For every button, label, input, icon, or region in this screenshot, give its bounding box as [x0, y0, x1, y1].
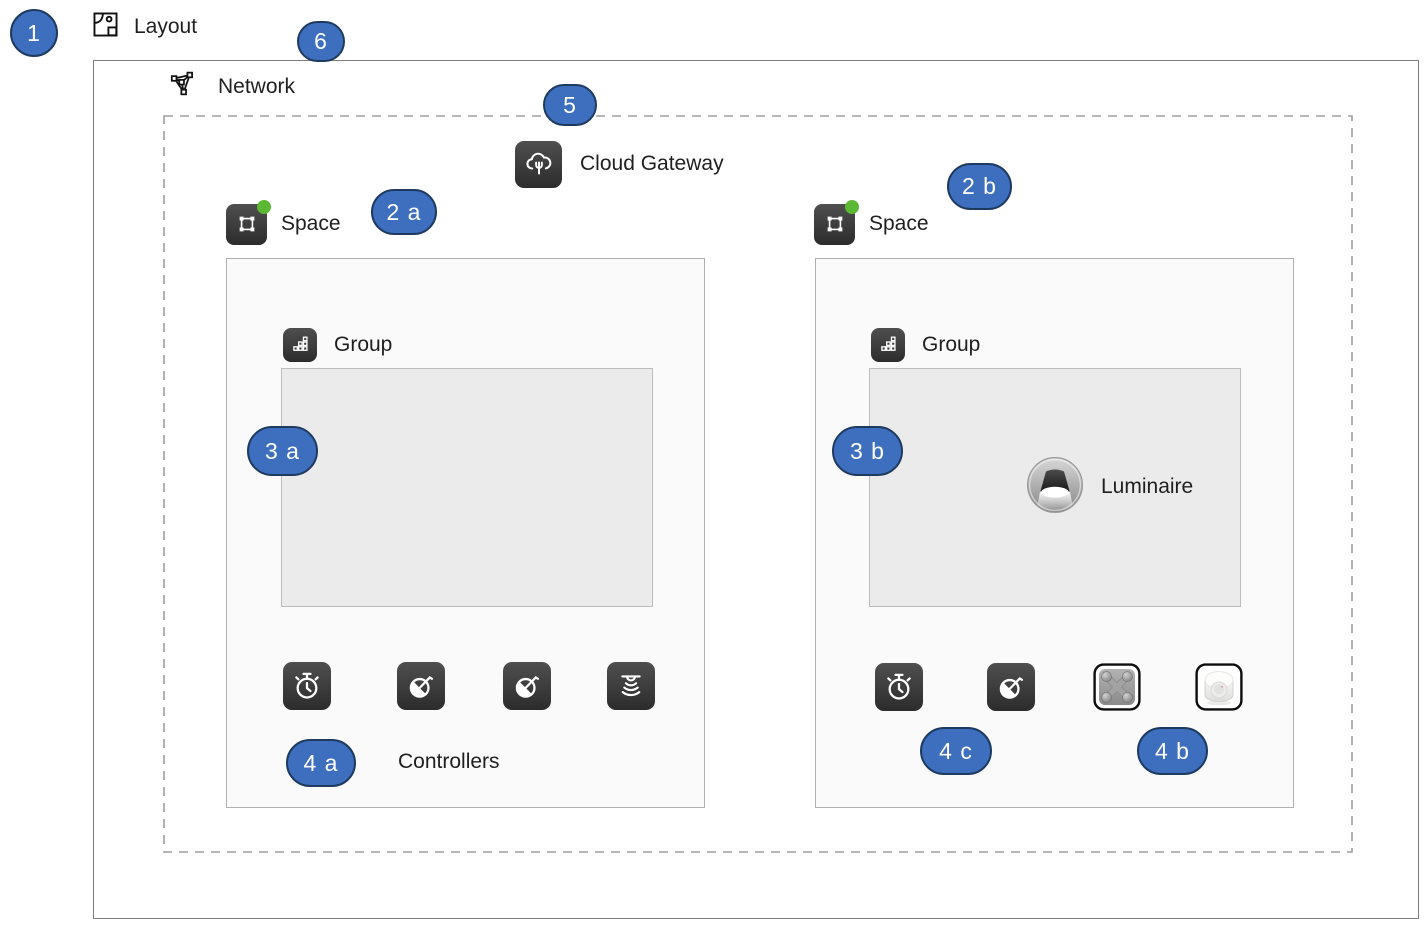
network-header: Network — [169, 71, 295, 103]
group-icon — [283, 327, 317, 362]
group-label: Group — [334, 332, 393, 356]
callout-3a: 3 a — [247, 426, 318, 476]
timer-controller-icon — [283, 662, 331, 710]
luminaire: Luminaire — [1026, 456, 1194, 519]
rotary-dimmer-icon — [503, 662, 551, 710]
group-icon — [871, 327, 905, 362]
group-area-left — [281, 368, 653, 607]
callout-2b: 2 b — [947, 163, 1012, 210]
group-header-left: Group — [283, 327, 392, 362]
space-header-right: Space — [814, 199, 929, 246]
layout-label: Layout — [134, 15, 198, 38]
callout-1: 1 — [10, 9, 58, 57]
luminaire-label: Luminaire — [1101, 475, 1194, 498]
cloud-gateway: Cloud Gateway — [515, 140, 724, 188]
group-header-right: Group — [871, 327, 980, 362]
rotary-dimmer-icon — [397, 662, 445, 710]
network-label: Network — [218, 75, 296, 98]
callout-5: 5 — [543, 84, 597, 126]
network-icon — [169, 71, 197, 104]
rotary-dimmer-icon — [987, 663, 1035, 711]
online-status-dot — [257, 199, 271, 214]
callout-2a: 2 a — [371, 189, 437, 235]
floorplan-icon — [92, 11, 119, 43]
timer-controller-icon — [875, 663, 923, 711]
callout-4c: 4 c — [920, 727, 992, 775]
online-status-dot — [845, 199, 859, 214]
cloud-gateway-icon — [515, 140, 562, 188]
space-header-left: Space — [226, 199, 341, 246]
network-boundary — [163, 115, 1353, 853]
luminaire-icon — [1026, 456, 1084, 519]
presence-sensor-icon — [607, 662, 655, 710]
callout-6: 6 — [297, 21, 345, 62]
ceiling-motion-sensor — [1195, 663, 1243, 711]
cloud-gateway-label: Cloud Gateway — [580, 152, 724, 175]
space-label: Space — [869, 212, 929, 235]
callout-3b: 3 b — [832, 426, 903, 476]
xpress-wall-switch — [1093, 663, 1141, 711]
layout-header: Layout — [92, 11, 197, 43]
callout-4b: 4 b — [1137, 727, 1208, 775]
callout-4a: 4 a — [286, 739, 356, 787]
group-label: Group — [922, 332, 981, 356]
space-label: Space — [281, 212, 341, 235]
controllers-label: Controllers — [398, 750, 500, 773]
